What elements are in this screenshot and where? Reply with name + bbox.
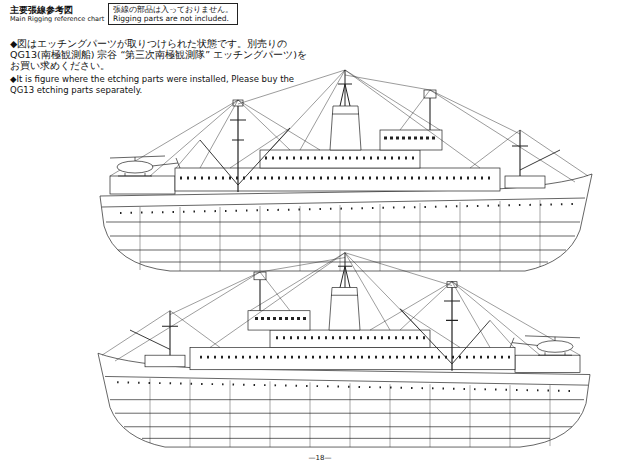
ship-upper-view [100,70,592,271]
note-english: ◆It is figure where the etching parts we… [10,74,300,95]
note-japanese: ◆図はエッチングパーツが取りつけられた状態です。別売りのQG13(南極観測船) … [10,38,310,71]
notice-box: 張線の部品は入っておりません。Rigging parts are not inc… [108,3,238,25]
page-number: —18— [0,454,640,462]
notice-text: 張線の部品は入っておりません。 [113,5,233,14]
notice-text: Rigging parts are not included. [113,14,233,23]
ship-lower-view [98,253,590,447]
chart-title: 主要張線参考図 [10,5,73,15]
chart-subtitle: Main Rigging reference chart [10,16,104,23]
